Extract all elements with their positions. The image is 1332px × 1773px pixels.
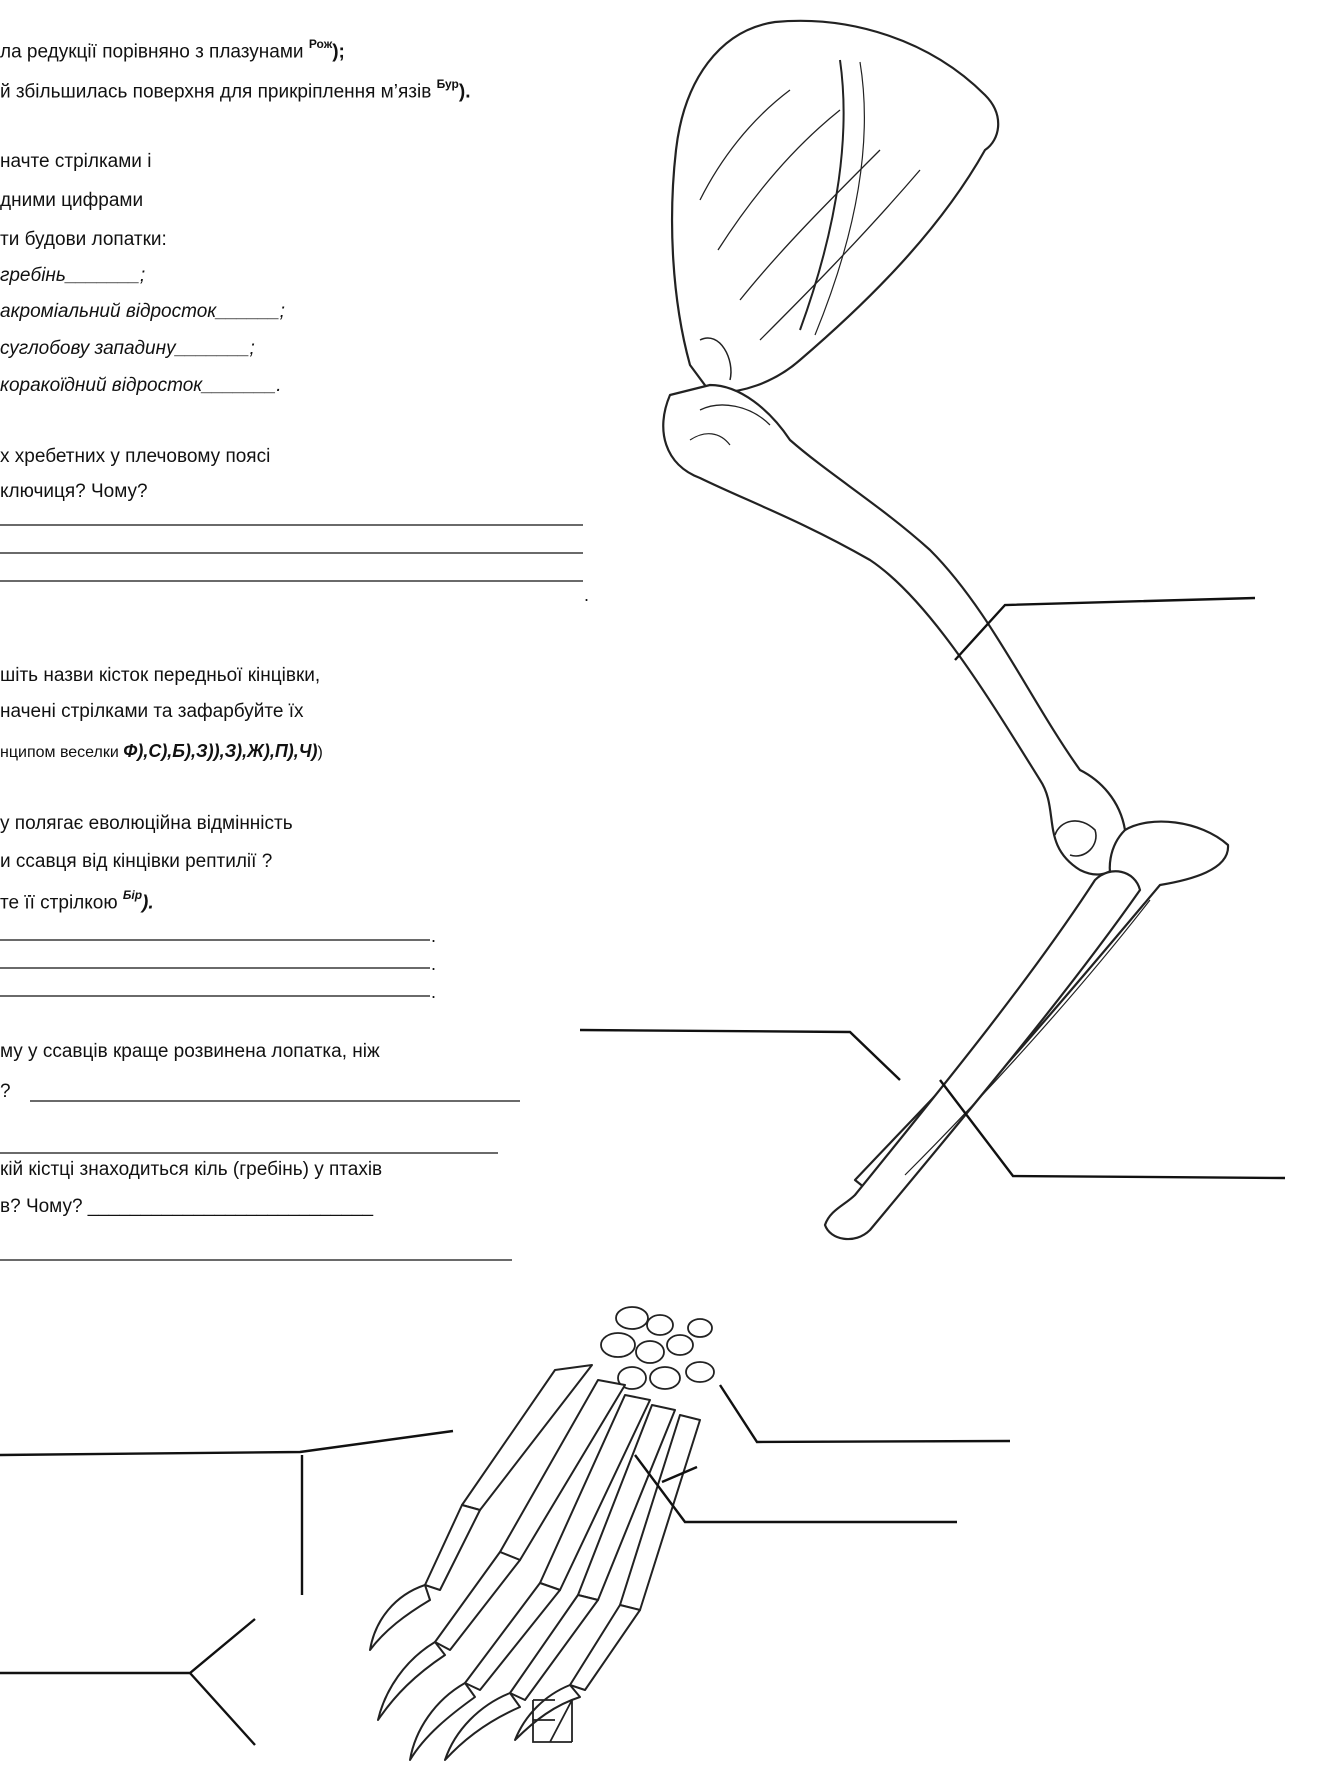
answer-blank-lines bbox=[0, 525, 583, 1260]
carpal-bones bbox=[601, 1307, 714, 1389]
pointer-carpals bbox=[720, 1385, 1010, 1442]
svg-text:.: . bbox=[431, 954, 436, 974]
pointer-ulna bbox=[940, 1080, 1285, 1178]
pointer-radius bbox=[580, 1030, 900, 1080]
pointer-metacarpal-1 bbox=[0, 1431, 453, 1455]
humerus-bone bbox=[663, 385, 1126, 874]
svg-text:.: . bbox=[584, 585, 589, 605]
scapula-bone bbox=[672, 21, 998, 393]
blank-periods: . . . . bbox=[431, 585, 589, 1002]
pointer-phalanges bbox=[0, 1619, 255, 1673]
svg-text:.: . bbox=[431, 982, 436, 1002]
pointer-phalanges-2 bbox=[190, 1673, 255, 1745]
svg-text:.: . bbox=[431, 926, 436, 946]
